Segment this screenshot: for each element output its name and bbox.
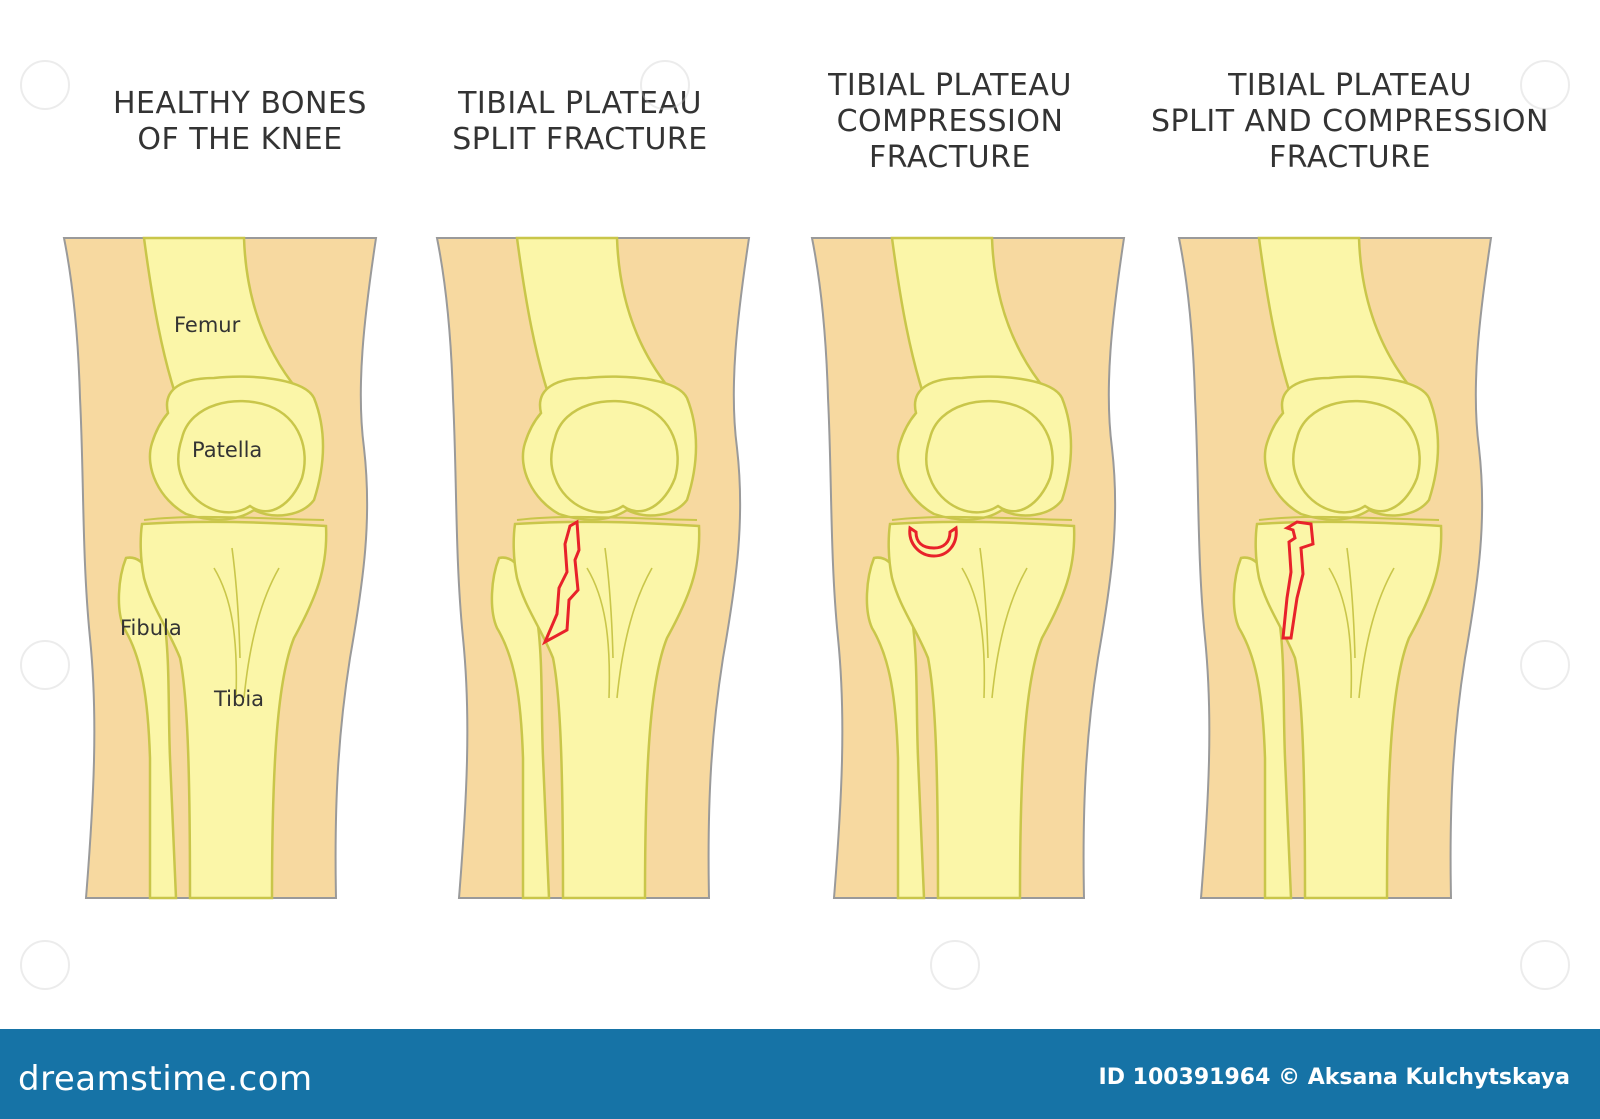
split-compression-fracture-line xyxy=(1281,520,1315,640)
panel-title-healthy: HEALTHY BONES OF THE KNEE xyxy=(113,86,367,157)
label-patella: Patella xyxy=(192,438,262,462)
knee-panel-split-compression xyxy=(1177,236,1493,900)
label-tibia: Tibia xyxy=(213,687,264,711)
knee-illustration: Femur Patella Fibula Tibia xyxy=(62,236,1493,900)
watermark-spiral-icon xyxy=(930,940,980,990)
footer-bar: dreamstime.com ID 100391964 © Aksana Kul… xyxy=(0,1029,1600,1119)
compression-fracture-mark xyxy=(908,525,958,558)
watermark-spiral-icon xyxy=(20,640,70,690)
watermark-spiral-icon xyxy=(1520,60,1570,110)
image-credit: ID 100391964 © Aksana Kulchytskaya xyxy=(1098,1065,1570,1090)
knee-panel-healthy xyxy=(62,236,378,900)
split-fracture-line xyxy=(541,519,581,646)
label-fibula: Fibula xyxy=(120,616,182,640)
panel-title-compression: TIBIAL PLATEAU COMPRESSION FRACTURE xyxy=(828,68,1072,175)
label-femur: Femur xyxy=(174,313,241,337)
watermark-spiral-icon xyxy=(640,60,690,110)
watermark-spiral-icon xyxy=(1520,640,1570,690)
knee-panel-split xyxy=(435,236,751,900)
watermark-spiral-icon xyxy=(20,940,70,990)
knee-panel-compression xyxy=(810,236,1126,900)
watermark-spiral-icon xyxy=(1520,940,1570,990)
panel-title-split-compression: TIBIAL PLATEAU SPLIT AND COMPRESSION FRA… xyxy=(1151,68,1549,175)
watermark-spiral-icon xyxy=(20,60,70,110)
brand-logo[interactable]: dreamstime.com xyxy=(18,1059,313,1099)
